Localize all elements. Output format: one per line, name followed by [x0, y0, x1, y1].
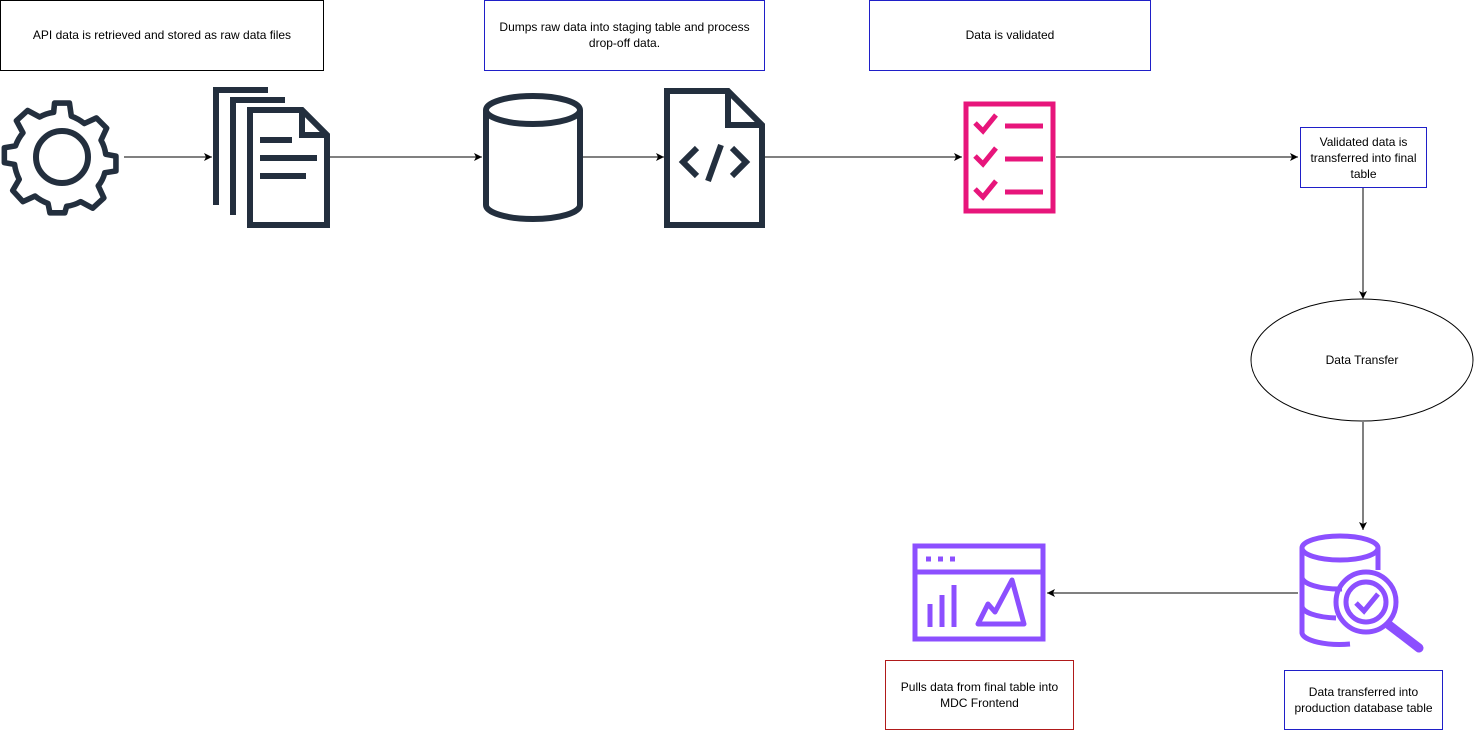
- note-validated-transfer: Validated data is transferred into final…: [1300, 127, 1427, 188]
- dashboard-chart-icon: [912, 543, 1046, 642]
- note-frontend-text: Pulls data from final table into MDC Fro…: [900, 680, 1059, 710]
- checklist-icon: [963, 101, 1056, 214]
- connectors: [124, 153, 1367, 597]
- note-staging-text: Dumps raw data into staging table and pr…: [499, 20, 750, 50]
- database-search-icon: [1299, 533, 1424, 653]
- note-api-retrieval-text: API data is retrieved and stored as raw …: [32, 28, 292, 42]
- data-transfer-label: Data Transfer: [1326, 353, 1399, 367]
- note-frontend: Pulls data from final table into MDC Fro…: [885, 660, 1074, 730]
- note-api-retrieval: API data is retrieved and stored as raw …: [0, 0, 324, 71]
- code-file-icon: [664, 88, 765, 228]
- note-production-table-text: Data transferred into production databas…: [1294, 685, 1433, 715]
- documents-icon: [213, 87, 330, 228]
- note-validated: Data is validated: [869, 0, 1151, 71]
- note-production-table: Data transferred into production databas…: [1284, 670, 1443, 730]
- gear-icon: [1, 100, 119, 216]
- database-icon: [483, 93, 583, 222]
- data-transfer-ellipse: [1250, 298, 1474, 422]
- note-validated-transfer-text: Validated data is transferred into final…: [1310, 134, 1417, 181]
- note-staging: Dumps raw data into staging table and pr…: [484, 0, 765, 71]
- note-validated-text: Data is validated: [965, 28, 1055, 42]
